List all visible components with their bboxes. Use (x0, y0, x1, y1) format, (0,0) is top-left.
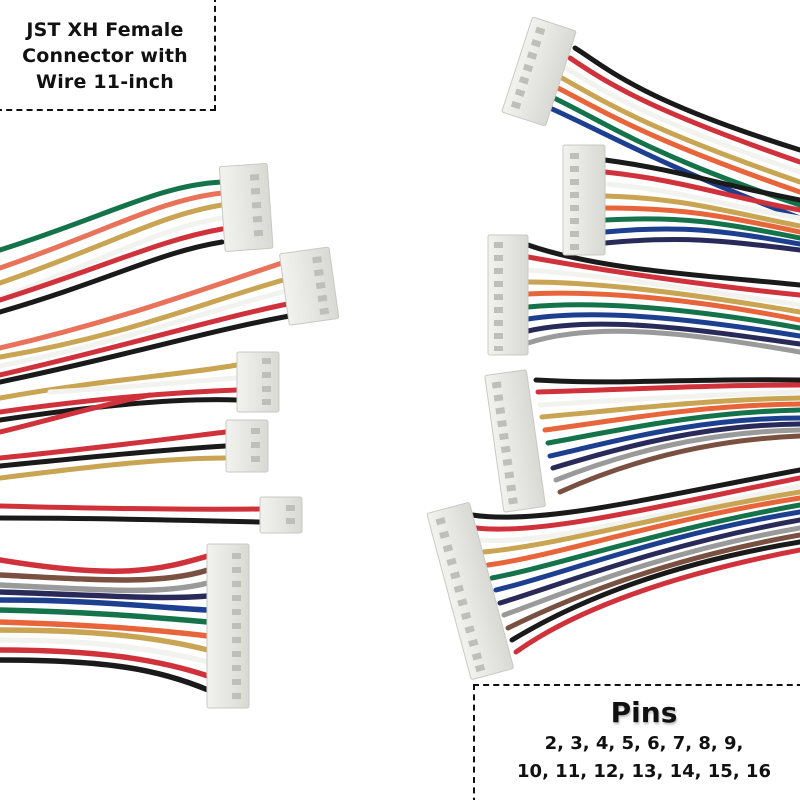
pins-list-line-1: 2, 3, 4, 5, 6, 7, 8, 9, (544, 733, 744, 754)
product-title-box: JST XH Female Connector with Wire 11-inc… (0, 0, 216, 111)
left-3pin-cable (0, 429, 229, 481)
title-line-3: Wire 11-inch (36, 70, 174, 93)
left-5pin-cable (0, 259, 298, 385)
pins-heading: Pins (610, 696, 678, 729)
right-12pin-cable (469, 467, 800, 655)
left-connector-5pin (279, 246, 340, 326)
right-connector-12pin (426, 502, 514, 680)
left-connector-2pin (259, 496, 303, 534)
right-connector-9pin (487, 234, 529, 356)
right-10pin-cable (533, 377, 800, 495)
left-connector-4pin (236, 351, 280, 413)
left-11pin-cable (0, 553, 211, 693)
right-connector-10pin (484, 369, 546, 513)
left-connector-6pin (218, 162, 274, 252)
left-2pin-cable (0, 503, 263, 525)
title-line-1: JST XH Female (26, 18, 184, 41)
right-connector-8pin (562, 144, 606, 256)
right-8pin-cable (602, 157, 800, 253)
left-6pin-cable (0, 179, 225, 315)
right-connector-7pin (501, 16, 577, 127)
pin-count-box: Pins 2, 3, 4, 5, 6, 7, 8, 9, 10, 11, 12,… (473, 684, 800, 800)
title-line-2: Connector with (22, 44, 188, 67)
left-connector-11pin (206, 543, 250, 709)
left-connector-3pin (225, 419, 269, 473)
left-4pin-cable (0, 362, 240, 435)
pins-list-line-2: 10, 11, 12, 13, 14, 15, 16 (517, 761, 771, 782)
right-9pin-cable (525, 242, 800, 355)
